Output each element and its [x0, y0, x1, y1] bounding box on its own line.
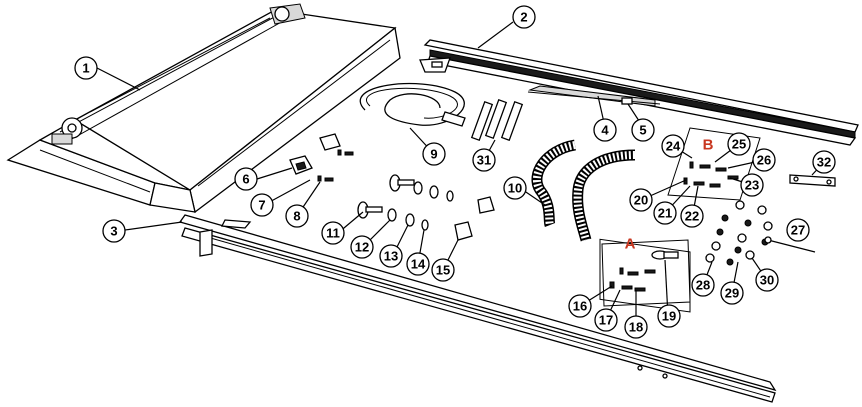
callout-8: 8 — [285, 204, 309, 228]
kit-b-label: B — [703, 137, 714, 154]
callout-16: 16 — [568, 294, 592, 318]
callout-3: 3 — [102, 219, 126, 243]
callout-14: 14 — [406, 252, 430, 276]
callout-13: 13 — [379, 244, 403, 268]
callout-21: 21 — [653, 201, 677, 225]
hardware-kit-a: A — [599, 236, 691, 313]
callout-9: 9 — [422, 142, 446, 166]
svg-text:20: 20 — [634, 193, 648, 208]
callouts: 1 2 3 4 5 6 7 8 9 10 11 12 13 14 15 16 1… — [74, 5, 836, 339]
part-1-roll-cassette — [6, 3, 401, 214]
callout-10: 10 — [503, 176, 527, 200]
callout-6: 6 — [234, 167, 258, 191]
callout-17: 17 — [594, 308, 618, 332]
parts-11-15-knob-assembly — [357, 174, 495, 241]
callout-25: 25 — [727, 132, 751, 156]
parts-6-8-clamp-hardware — [289, 133, 354, 182]
svg-text:28: 28 — [696, 278, 710, 293]
callout-12: 12 — [350, 235, 374, 259]
svg-text:29: 29 — [725, 286, 739, 301]
svg-text:16: 16 — [573, 299, 587, 314]
svg-text:2: 2 — [520, 10, 527, 25]
callout-18: 18 — [624, 315, 648, 339]
svg-text:23: 23 — [745, 178, 759, 193]
svg-text:6: 6 — [242, 172, 249, 187]
part-9-seal-roll — [359, 82, 466, 127]
svg-text:27: 27 — [791, 223, 805, 238]
callout-31: 31 — [472, 148, 496, 172]
callout-20: 20 — [629, 188, 653, 212]
part-4-5-tension-rod — [527, 85, 661, 107]
svg-text:17: 17 — [599, 313, 613, 328]
parts-28-30-nuts-washers — [705, 200, 773, 266]
svg-text:12: 12 — [355, 240, 369, 255]
callout-1: 1 — [74, 56, 98, 80]
svg-text:19: 19 — [662, 309, 676, 324]
callout-15: 15 — [431, 258, 455, 282]
svg-text:10: 10 — [508, 181, 522, 196]
callout-28: 28 — [691, 273, 715, 297]
callout-30: 30 — [755, 268, 779, 292]
part-10-drain-hoses — [531, 139, 636, 242]
svg-text:11: 11 — [326, 226, 340, 241]
svg-text:13: 13 — [384, 249, 398, 264]
part-32-strap — [789, 174, 836, 187]
svg-text:18: 18 — [629, 320, 643, 335]
svg-text:31: 31 — [477, 153, 491, 168]
svg-text:21: 21 — [658, 206, 672, 221]
callout-22: 22 — [680, 204, 704, 228]
kit-a-label: A — [625, 236, 636, 253]
callout-23: 23 — [740, 173, 764, 197]
callout-32: 32 — [812, 150, 836, 174]
callout-5: 5 — [631, 118, 655, 142]
svg-text:1: 1 — [82, 61, 89, 76]
callout-26: 26 — [752, 148, 776, 172]
svg-text:14: 14 — [411, 257, 426, 272]
callout-27: 27 — [786, 218, 810, 242]
svg-text:30: 30 — [760, 273, 774, 288]
callout-11: 11 — [321, 221, 345, 245]
callout-4: 4 — [593, 118, 617, 142]
part-3-lower-rail — [178, 214, 777, 403]
svg-text:26: 26 — [757, 153, 771, 168]
part-27-pin — [764, 236, 816, 253]
callout-7: 7 — [250, 193, 274, 217]
svg-text:9: 9 — [430, 147, 437, 162]
svg-text:22: 22 — [685, 209, 699, 224]
svg-text:15: 15 — [436, 263, 450, 278]
svg-text:7: 7 — [258, 198, 265, 213]
svg-text:25: 25 — [732, 137, 746, 152]
callout-19: 19 — [657, 304, 681, 328]
callout-29: 29 — [720, 281, 744, 305]
callout-24: 24 — [661, 134, 685, 158]
callout-2: 2 — [512, 5, 536, 29]
svg-text:24: 24 — [666, 139, 681, 154]
svg-text:32: 32 — [817, 155, 831, 170]
svg-text:5: 5 — [639, 123, 646, 138]
part-31-foam-plugs — [470, 98, 524, 142]
svg-text:8: 8 — [293, 209, 300, 224]
svg-text:4: 4 — [601, 123, 609, 138]
svg-text:3: 3 — [110, 224, 117, 239]
